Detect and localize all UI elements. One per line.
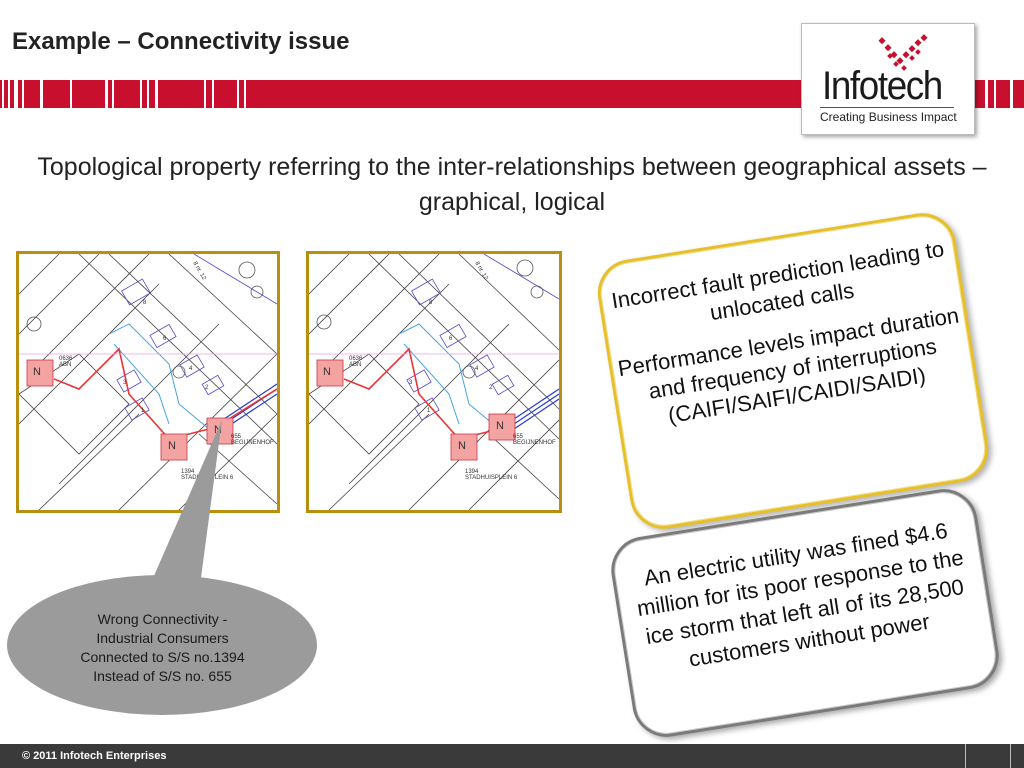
map-text-label: 0636 ABN	[59, 356, 73, 368]
map-text-label: 6	[449, 336, 453, 342]
map-text-label: 4	[189, 366, 193, 372]
map-text-label: 3	[123, 380, 127, 386]
map-text-label: 6	[163, 336, 167, 342]
map-node-label: N	[458, 440, 466, 452]
map-text-label: 1394 STADHUISPLEIN 6	[465, 469, 518, 481]
callout-text: Wrong Connectivity - Industrial Consumer…	[60, 610, 265, 686]
logo-checkmark-icon	[878, 34, 928, 71]
map-node-label: N	[323, 366, 331, 378]
map-drawing	[309, 254, 559, 510]
logo-tagline: Creating Business Impact	[820, 110, 957, 124]
network-map-after: N N N 0636 ABN 655 BEGIJNENHOF 1394 STAD…	[306, 251, 562, 513]
map-node-label: N	[496, 420, 504, 432]
footer-bar: © 2011 Infotech Enterprises	[0, 744, 1024, 768]
map-text-label: 1	[427, 408, 431, 414]
map-text-label: 655 BEGIJNENHOF	[513, 434, 556, 446]
callout-bubble	[7, 420, 317, 715]
map-drawing	[19, 254, 277, 510]
map-text-label: 8	[429, 300, 433, 306]
footer-divider	[1010, 744, 1011, 768]
map-text-label: 655 BEGIJNENHOF	[231, 434, 274, 446]
map-text-label: 8	[143, 300, 147, 306]
map-text-label: 2	[489, 385, 493, 391]
callout-line: Connected to S/S no.1394	[80, 649, 245, 665]
map-node-label: N	[168, 440, 176, 452]
logo-divider	[820, 107, 954, 108]
footer-divider	[965, 744, 966, 768]
callout-line: Wrong Connectivity -	[97, 611, 228, 627]
map-text-label: 4	[475, 366, 479, 372]
network-map-before: N N N 0636 ABN 655 BEGIJNENHOF 1394 STAD…	[16, 251, 280, 513]
slide-title: Example – Connectivity issue	[12, 28, 350, 55]
slide-subtitle: Topological property referring to the in…	[37, 153, 987, 216]
logo-wordmark: Infotech	[822, 64, 943, 108]
callout-line: Industrial Consumers	[96, 630, 229, 646]
map-text-label: 3	[409, 380, 413, 386]
infotech-logo: Infotech Creating Business Impact	[801, 23, 975, 135]
map-node-label: N	[33, 366, 41, 378]
callout-line: Instead of S/S no. 655	[93, 668, 232, 684]
map-text-label: 2	[205, 385, 209, 391]
map-text-label: 0636 ABN	[349, 356, 363, 368]
impact-card-yellow: Incorrect fault prediction leading to un…	[592, 208, 994, 534]
footer-copyright: © 2011 Infotech Enterprises	[22, 750, 167, 762]
map-text-label: 1	[141, 408, 145, 414]
